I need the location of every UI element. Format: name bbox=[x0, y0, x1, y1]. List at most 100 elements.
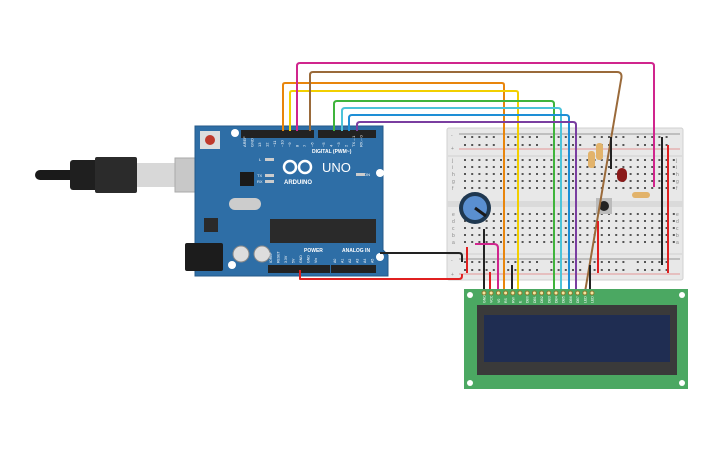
power-pin-label: 5V bbox=[292, 258, 296, 263]
potentiometer[interactable] bbox=[459, 192, 491, 224]
digital-pin-label: ~6 bbox=[310, 142, 315, 147]
digital-pin-label: 13 bbox=[257, 142, 262, 147]
analog-pin-label: A2 bbox=[348, 259, 352, 263]
row-letter: f bbox=[676, 186, 678, 192]
lcd-pin-label: DB3 bbox=[547, 296, 551, 303]
wire-magenta bbox=[296, 62, 655, 187]
wire-red-5v bbox=[299, 270, 463, 280]
lcd-pin bbox=[546, 290, 552, 296]
digital-header-right bbox=[318, 130, 376, 138]
power-jack[interactable] bbox=[185, 243, 223, 271]
digital-pin-label: 4 bbox=[329, 144, 334, 147]
lcd-pin-label: V0 bbox=[497, 299, 501, 303]
mounting-hole bbox=[376, 253, 384, 261]
arduino-brand: ARDUINO bbox=[284, 180, 312, 186]
usb-cable[interactable] bbox=[35, 157, 220, 193]
lcd-pin-label: GND bbox=[483, 295, 487, 303]
lcd-pin-label: RW bbox=[511, 297, 515, 303]
lcd-pin bbox=[495, 290, 501, 296]
row-letter: d bbox=[452, 219, 455, 225]
analog-pin-label: A1 bbox=[341, 259, 345, 263]
digital-pin-label: ~11 bbox=[272, 140, 277, 147]
atmega-chip bbox=[270, 219, 376, 243]
crystal-oscillator bbox=[229, 198, 261, 210]
row-letter: b bbox=[676, 233, 679, 239]
digital-label: DIGITAL (PWM~) bbox=[312, 149, 352, 155]
power-pin-label: RESET bbox=[277, 250, 281, 263]
digital-pin-label: RX←0 bbox=[359, 134, 364, 147]
lcd-pin-label: RS bbox=[504, 297, 508, 303]
wire-orange bbox=[282, 82, 505, 292]
lcd-pin bbox=[524, 290, 530, 296]
lcd-pin bbox=[553, 290, 559, 296]
lcd-pin-label: DB4 bbox=[555, 296, 559, 303]
row-letter: i bbox=[676, 165, 677, 171]
capacitor bbox=[253, 245, 271, 263]
row-letter: g bbox=[452, 179, 455, 185]
row-letter: c bbox=[676, 226, 679, 232]
row-letter: j bbox=[451, 158, 453, 164]
wire-cyan bbox=[341, 107, 562, 292]
lcd-pin bbox=[517, 290, 523, 296]
row-letter: a bbox=[452, 240, 455, 246]
lcd-pin-label: DB6 bbox=[569, 296, 573, 303]
row-letter: c bbox=[452, 226, 455, 232]
resistor[interactable] bbox=[588, 143, 650, 198]
mounting-hole bbox=[231, 129, 239, 137]
digital-pin-label: ~3 bbox=[336, 142, 341, 147]
row-letter: h bbox=[676, 172, 679, 178]
rail-plus: + bbox=[451, 146, 454, 152]
power-header bbox=[268, 265, 330, 273]
wire-black-gnd bbox=[380, 252, 463, 262]
analog-pin-label: A5 bbox=[371, 259, 375, 263]
lcd-pin bbox=[567, 290, 573, 296]
red-led[interactable] bbox=[617, 168, 627, 182]
digital-pin-label: 2 bbox=[344, 144, 349, 147]
digital-pin-label: AREF bbox=[242, 136, 247, 147]
digital-pin-label: ~9 bbox=[287, 142, 292, 147]
lcd-pin bbox=[582, 290, 588, 296]
capacitor bbox=[232, 245, 250, 263]
lcd-screen bbox=[484, 315, 670, 362]
uno-label: UNO bbox=[322, 160, 351, 175]
row-letter: d bbox=[676, 219, 679, 225]
wire-magenta-v0 bbox=[475, 243, 499, 292]
wires[interactable] bbox=[282, 62, 669, 293]
analog-pin-label: A0 bbox=[333, 259, 337, 263]
lcd-pin bbox=[560, 290, 566, 296]
row-letter: a bbox=[676, 240, 679, 246]
power-pin-label: IOREF bbox=[269, 252, 273, 263]
lcd-pin-label: E bbox=[519, 300, 523, 303]
lcd-pin bbox=[575, 290, 581, 296]
rx-led-label: RX bbox=[257, 179, 263, 184]
lcd-pin bbox=[539, 290, 545, 296]
lcd-pin-label: LED bbox=[583, 296, 587, 303]
digital-pin-label: 7 bbox=[302, 144, 307, 147]
rail-minus: - bbox=[451, 133, 453, 139]
analog-header bbox=[331, 265, 376, 273]
lcd-pin-label: LED bbox=[591, 296, 595, 303]
digital-pin-label: GND bbox=[250, 138, 255, 147]
power-pin-label: GND bbox=[307, 255, 311, 263]
wire-yellow bbox=[289, 90, 519, 292]
lcd-pin bbox=[488, 290, 494, 296]
analog-label: ANALOG IN bbox=[342, 248, 370, 254]
power-pin-label: 3.3V bbox=[284, 255, 288, 263]
digital-pin-label: 8 bbox=[295, 144, 300, 147]
lcd-pin bbox=[481, 290, 487, 296]
lcd-pin-label: DB5 bbox=[562, 296, 566, 303]
lcd-pin bbox=[531, 290, 537, 296]
arduino-uno-board[interactable]: ARDUINO UNO DIGITAL (PWM~) POWER ANALOG … bbox=[185, 125, 389, 277]
usb-chip bbox=[240, 172, 254, 186]
wire-purple bbox=[356, 121, 577, 292]
rail-plus: + bbox=[451, 272, 454, 278]
row-letter: i bbox=[452, 165, 453, 171]
lcd-pin-label: DB1 bbox=[533, 296, 537, 303]
row-letter: f bbox=[452, 186, 454, 192]
